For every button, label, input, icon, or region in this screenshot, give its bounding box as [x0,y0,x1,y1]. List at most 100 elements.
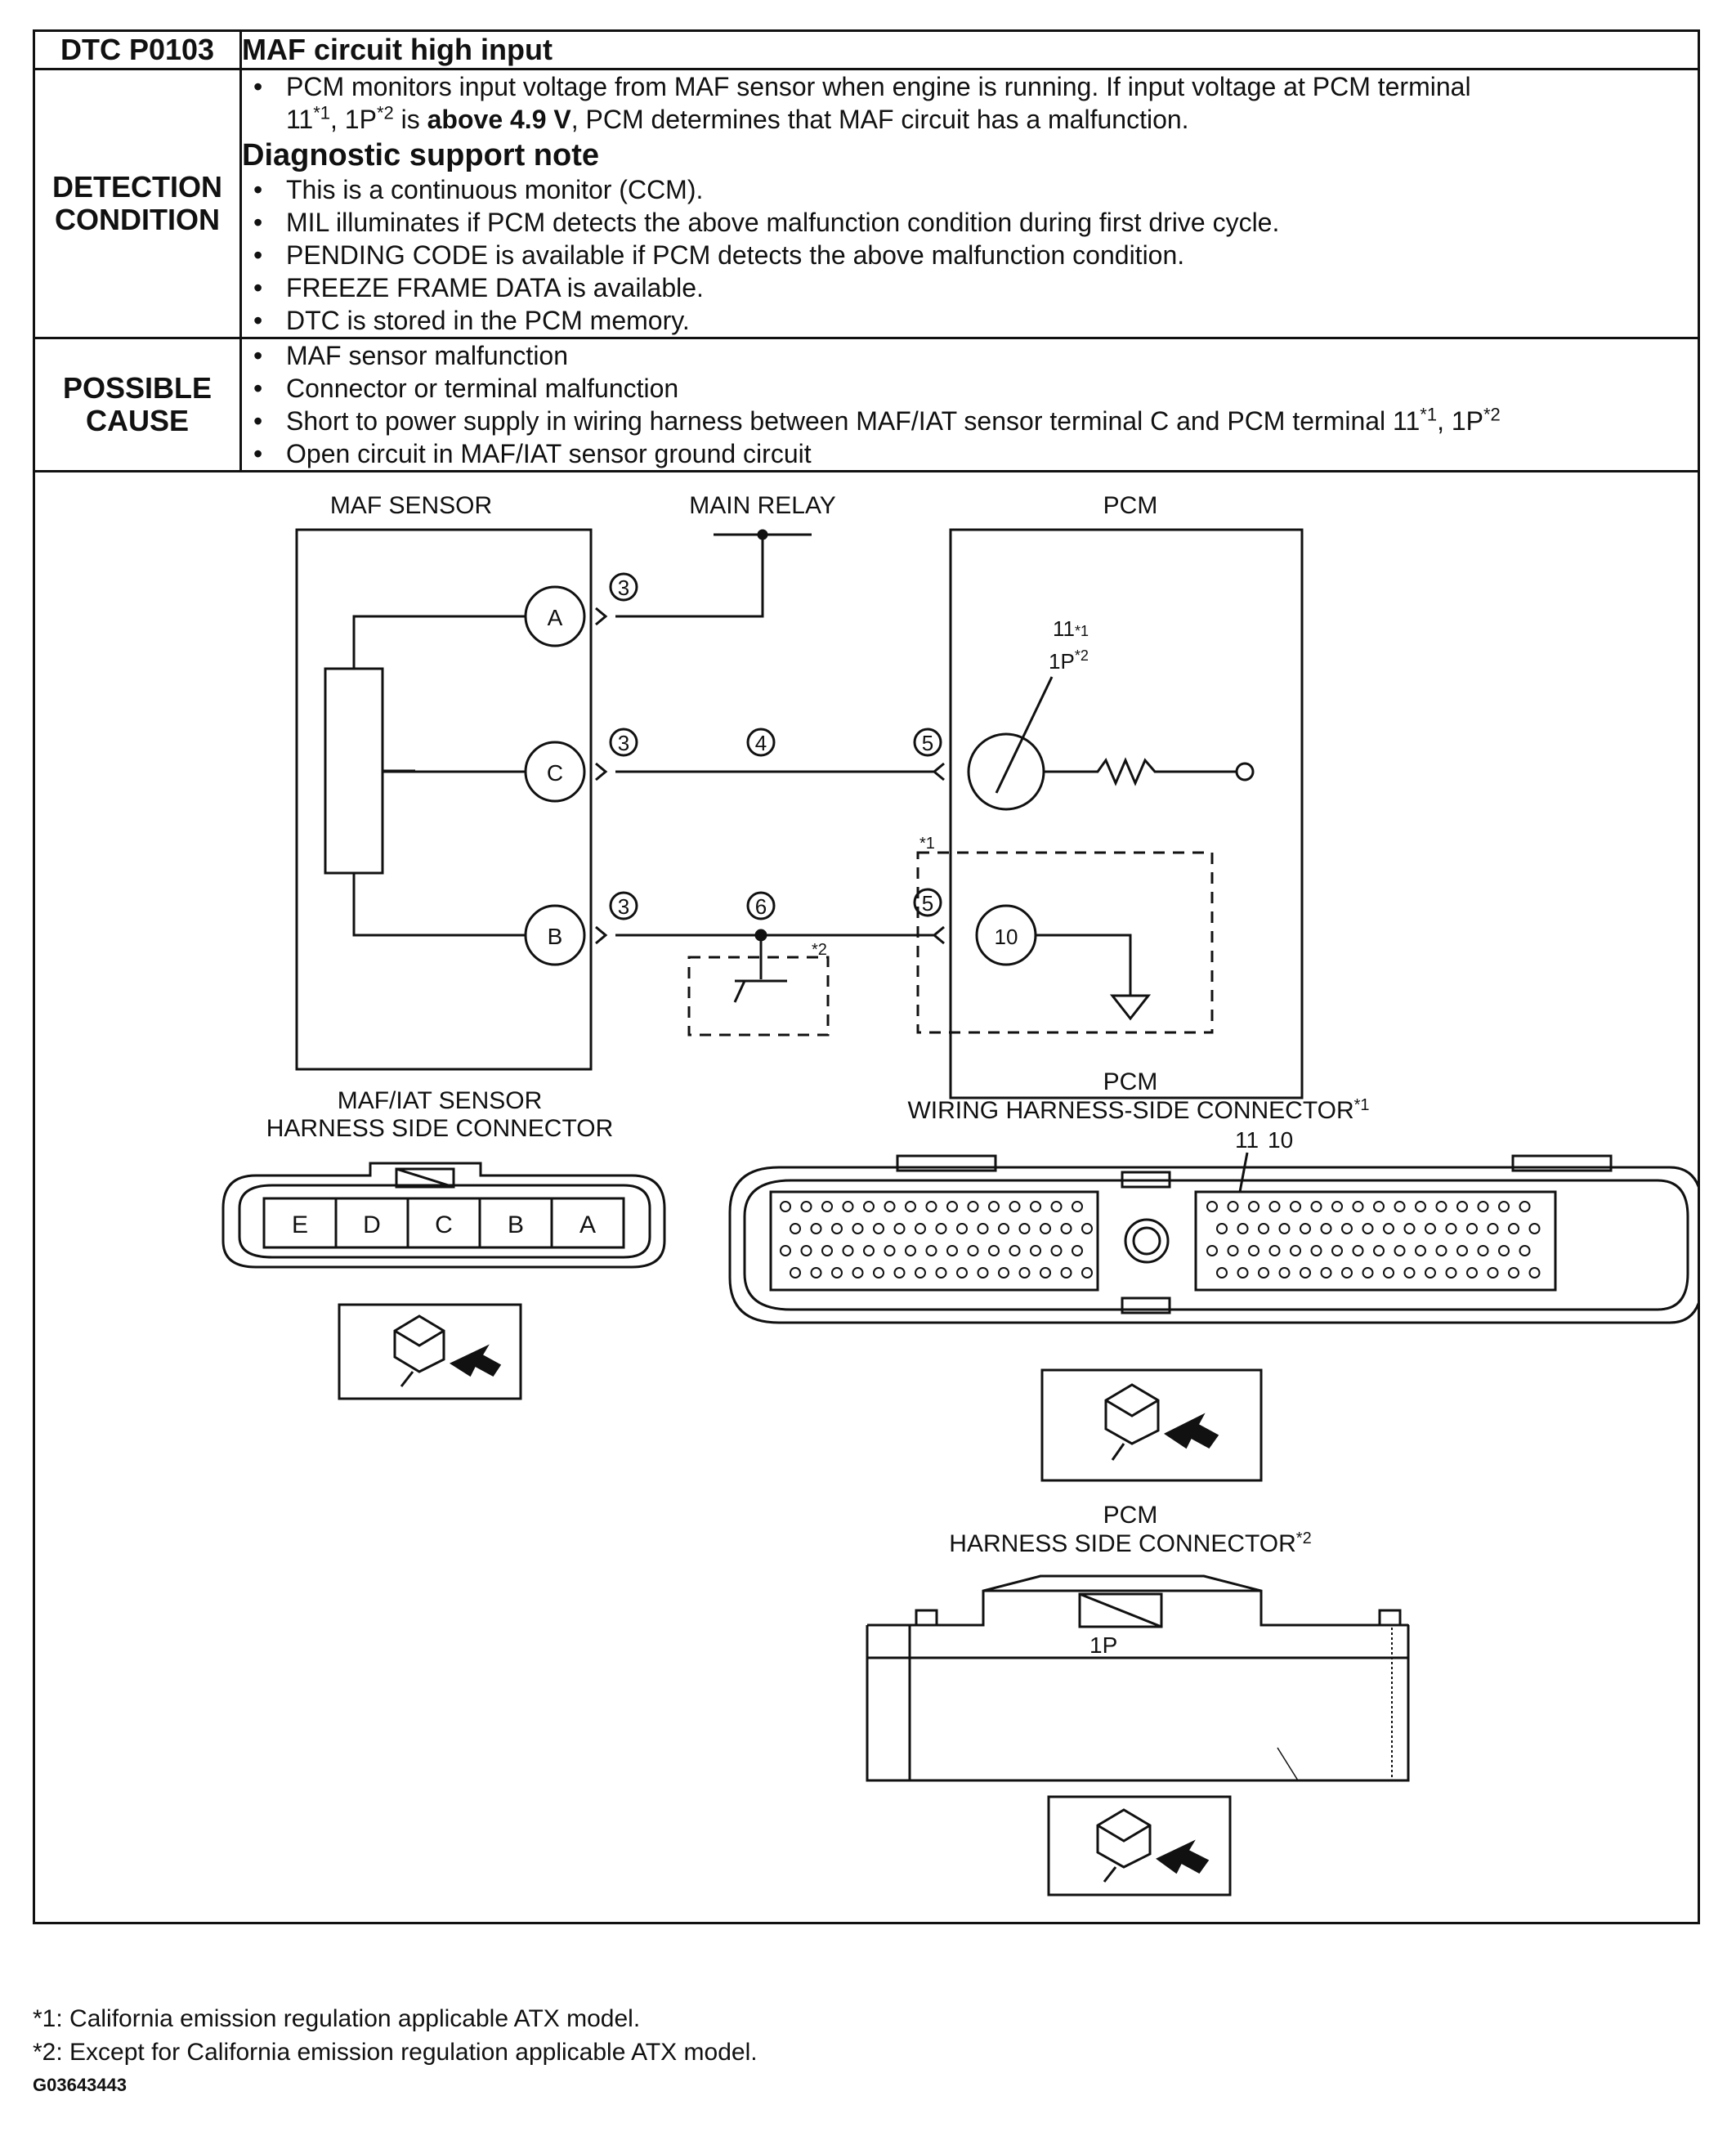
connector-pin [1528,1267,1541,1279]
svg-text:PCM: PCM [1103,1068,1158,1095]
pcm-connector-1-pin-field-right [1194,1190,1557,1292]
dtc-document: DTC P0103 MAF circuit high input DETECTI… [33,29,1700,1924]
diagnostic-note-title: Diagnostic support note [242,138,599,172]
circled-5 [913,728,942,757]
connector-view-icon [1047,1795,1232,1897]
svg-text:5: 5 [922,731,933,755]
svg-text:5: 5 [922,891,933,916]
connector-pin [863,1201,875,1212]
connector-pin [1237,1223,1249,1234]
connector-pin [1030,1201,1041,1212]
terminal-b [524,904,586,966]
connector-pin [1456,1201,1468,1212]
connector-pin [998,1223,1009,1234]
maf-pin-a: A [579,1211,596,1238]
svg-text:3: 3 [618,575,629,600]
connector-pin [780,1201,791,1212]
connector-view-icon [1040,1368,1263,1482]
connector-pin [1362,1223,1374,1234]
note-item: PENDING CODE is available if PCM detects… [242,239,1698,271]
maf-sensor-label: MAF SENSOR [330,492,492,519]
connector-pin [1445,1223,1457,1234]
connector-pin [1072,1245,1083,1256]
maf-pin-e: E [292,1211,308,1238]
connector-pin [925,1201,937,1212]
terminal-a [524,585,586,647]
svg-text:A: A [548,605,563,630]
pcm-connector-1-bolt [1124,1218,1170,1264]
connector-view-icon [338,1303,522,1400]
figure-id: G03643443 [33,2075,127,2095]
connector-pin [1290,1201,1301,1212]
connector-pin [1425,1223,1436,1234]
circled-4 [746,728,776,757]
connector-pin [988,1201,1000,1212]
cause-body: MAF sensor malfunction Connector or term… [239,337,1700,472]
connector-pin [1331,1245,1343,1256]
svg-text:MAF/IAT SENSOR: MAF/IAT SENSOR [338,1087,543,1114]
connector-pin [1373,1245,1385,1256]
wire-main-relay [615,535,764,618]
connector-pin [905,1201,916,1212]
svg-text:6: 6 [755,894,767,919]
svg-text:3: 3 [618,894,629,919]
cause-item: Short to power supply in wiring harness … [242,405,1698,437]
connector-pin [1081,1223,1093,1234]
svg-text:10: 10 [995,925,1018,949]
connector-pin [780,1245,791,1256]
connector-pin [1466,1223,1478,1234]
svg-text:10: 10 [1268,1127,1293,1153]
pcm-connector-1-body [728,1166,1698,1324]
maf-connector-body [221,1162,666,1269]
connector-pin [1268,1201,1281,1212]
connector-pin [821,1245,833,1256]
connector-pin [1466,1267,1478,1279]
connector-pin [1248,1245,1259,1256]
maf-element [324,667,384,875]
connector-pin [1310,1245,1322,1256]
connector-pin [842,1201,854,1212]
pcm-connector-2 [866,1574,1410,1782]
footnote-2: *2: Except for California emission regul… [33,2039,758,2066]
connector-pin [1268,1245,1281,1256]
svg-text:*2: *2 [812,941,827,959]
lead-a [352,615,526,669]
note-item: DTC is stored in the PCM memory. [242,304,1698,337]
connector-pin [925,1245,937,1256]
connector-pin [1352,1245,1364,1256]
connector-pin [852,1223,864,1234]
svg-text:HARNESS SIDE CONNECTOR: HARNESS SIDE CONNECTOR [266,1115,614,1142]
circled-3 [609,728,638,757]
connector-pin [1519,1201,1531,1212]
connector-pin [1030,1245,1041,1256]
cause-list: MAF sensor malfunction Connector or term… [242,339,1698,470]
connector-pin [800,1245,812,1256]
cause-row: POSSIBLE CAUSE MAF sensor malfunction Co… [33,337,1700,472]
pull-up-resistor [1044,757,1237,786]
cause-item: MAF sensor malfunction [242,339,1698,372]
connector-pin [1487,1223,1499,1234]
connector-pin [988,1245,1000,1256]
connector-pin [1341,1223,1353,1234]
connector-pin [884,1201,896,1212]
connector-pin [1477,1201,1489,1212]
connector-pin [1050,1245,1063,1256]
connector-pin [1394,1201,1406,1212]
connector-pin [884,1245,896,1256]
connector-pin [800,1201,812,1212]
cause-item: Open circuit in MAF/IAT sensor ground ci… [242,437,1698,470]
connector-pin [873,1223,884,1234]
connector-pin [810,1267,822,1279]
pcm-ground-symbol [1109,994,1152,1021]
connector-pin [1310,1201,1322,1212]
connector-pin [1403,1267,1416,1279]
connector-pin [1040,1267,1051,1279]
connector-pin [810,1223,822,1234]
dtc-table: DTC P0103 MAF circuit high input DETECTI… [33,29,1700,1924]
connector-pin [790,1223,801,1234]
connector-pin [977,1223,989,1234]
connector-pin [1300,1223,1311,1234]
connector-pin [956,1267,968,1279]
connector-pin [1060,1267,1072,1279]
connector-pin [842,1245,854,1256]
